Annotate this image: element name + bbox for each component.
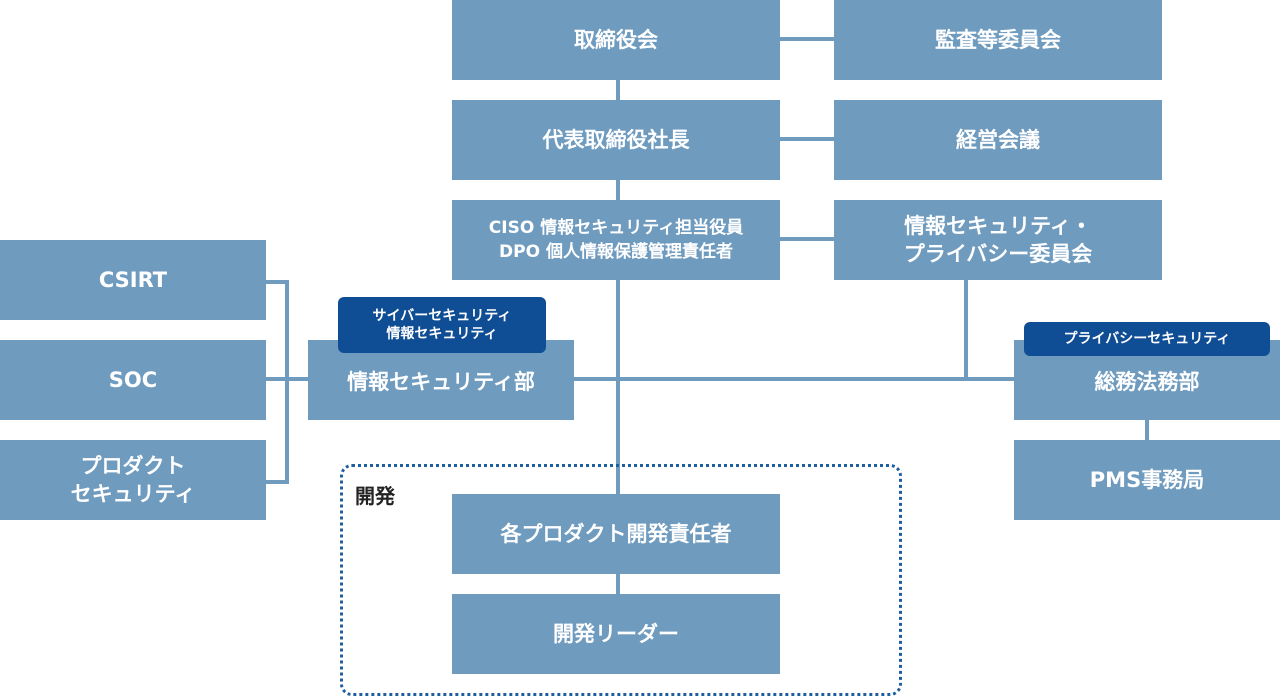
connector-line	[780, 137, 834, 141]
dev-leaders-box: 開発リーダー	[452, 594, 780, 674]
connector-line	[1145, 420, 1149, 440]
connector-line	[616, 80, 620, 100]
pms-office-box: PMS事務局	[1014, 440, 1280, 520]
connector-line	[616, 574, 620, 594]
product-managers-box: 各プロダクト開発責任者	[452, 494, 780, 574]
board-box: 取締役会	[452, 0, 780, 80]
audit-committee-box: 監査等委員会	[834, 0, 1162, 80]
infosec-tag: サイバーセキュリティ 情報セキュリティ	[338, 297, 546, 353]
connector-line	[616, 180, 620, 200]
connector-line	[266, 280, 287, 284]
connector-line	[285, 280, 289, 484]
infosec-dept-box: 情報セキュリティ部	[308, 340, 574, 420]
csirt-box: CSIRT	[0, 240, 266, 320]
privacy-committee-box: 情報セキュリティ・ プライバシー委員会	[834, 200, 1162, 280]
connector-line	[964, 280, 968, 379]
connector-line	[574, 377, 1014, 381]
development-group	[340, 464, 902, 696]
soc-box: SOC	[0, 340, 266, 420]
management-meeting-box: 経営会議	[834, 100, 1162, 180]
ciso-dpo-box: CISO 情報セキュリティ担当役員 DPO 個人情報保護管理責任者	[452, 200, 780, 280]
president-box: 代表取締役社長	[452, 100, 780, 180]
privacy-tag: プライバシーセキュリティ	[1024, 322, 1270, 356]
connector-line	[780, 237, 834, 241]
development-group-label: 開発	[355, 484, 395, 508]
connector-line	[616, 280, 620, 494]
product-security-box: プロダクト セキュリティ	[0, 440, 266, 520]
connector-line	[780, 37, 834, 41]
connector-line	[266, 480, 287, 484]
